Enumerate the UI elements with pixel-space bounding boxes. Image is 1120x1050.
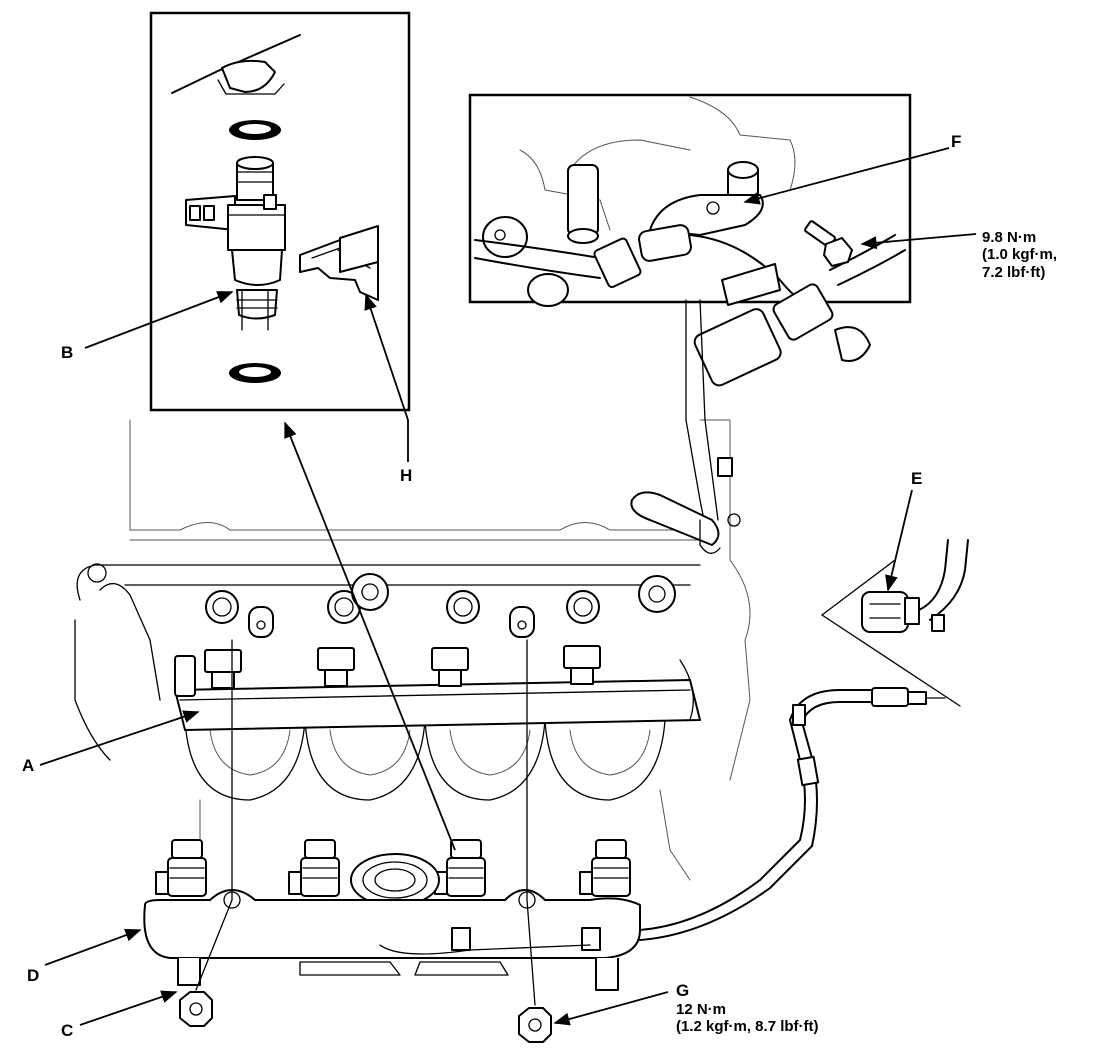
label-f: F bbox=[951, 132, 962, 151]
clip-h bbox=[299, 225, 379, 301]
bolt-stud bbox=[248, 606, 274, 638]
pulsation-damper bbox=[350, 853, 440, 907]
label-d: D bbox=[27, 966, 40, 985]
detail-box-connection bbox=[468, 93, 912, 531]
rail-injector bbox=[434, 839, 486, 897]
label-b: B bbox=[61, 343, 74, 362]
label-a: A bbox=[22, 756, 35, 775]
connector-detail bbox=[693, 263, 782, 387]
torque-g-line2: (1.2 kgf·m, 8.7 lbf·ft) bbox=[676, 1018, 819, 1036]
fuel-connector bbox=[861, 591, 920, 633]
torque-g-line1: 12 N·m bbox=[676, 1001, 727, 1018]
fuel-rail-assembly bbox=[143, 687, 946, 991]
torque-spec-f: 9.8 N·m (1.0 kgf·m, 7.2 lbf·ft) bbox=[982, 229, 1057, 281]
torque-f-line3: 7.2 lbf·ft) bbox=[982, 263, 1046, 281]
injector-ports bbox=[205, 573, 676, 638]
torque-f-line1: 9.8 N·m bbox=[982, 229, 1037, 246]
label-c: C bbox=[61, 1021, 74, 1040]
label-e: E bbox=[911, 469, 923, 488]
hose-coupler bbox=[593, 224, 692, 288]
protector-hose bbox=[630, 457, 733, 554]
rail-injector bbox=[288, 839, 340, 897]
engine-head bbox=[74, 419, 751, 881]
detail-box-injector bbox=[149, 11, 411, 412]
bolt-stud bbox=[509, 606, 535, 638]
torque-f-line2: (1.0 kgf·m, bbox=[982, 246, 1058, 264]
pipe-stub bbox=[567, 164, 599, 244]
quick-connect-fitting bbox=[871, 687, 946, 707]
torque-spec-g: 12 N·m (1.2 kgf·m, 8.7 lbf·ft) bbox=[676, 1001, 819, 1036]
rail-injector bbox=[155, 839, 207, 897]
nut-c bbox=[179, 991, 213, 1027]
label-h: H bbox=[400, 466, 413, 485]
label-g: G bbox=[676, 981, 690, 1000]
nut-g bbox=[518, 1007, 552, 1043]
injector-harness-installed bbox=[174, 645, 701, 731]
fuel-line-fitting bbox=[772, 234, 906, 362]
bolt-f bbox=[804, 220, 853, 267]
injector-b bbox=[185, 156, 286, 331]
detail-e-connector bbox=[821, 539, 969, 707]
rail-injector bbox=[579, 839, 631, 897]
